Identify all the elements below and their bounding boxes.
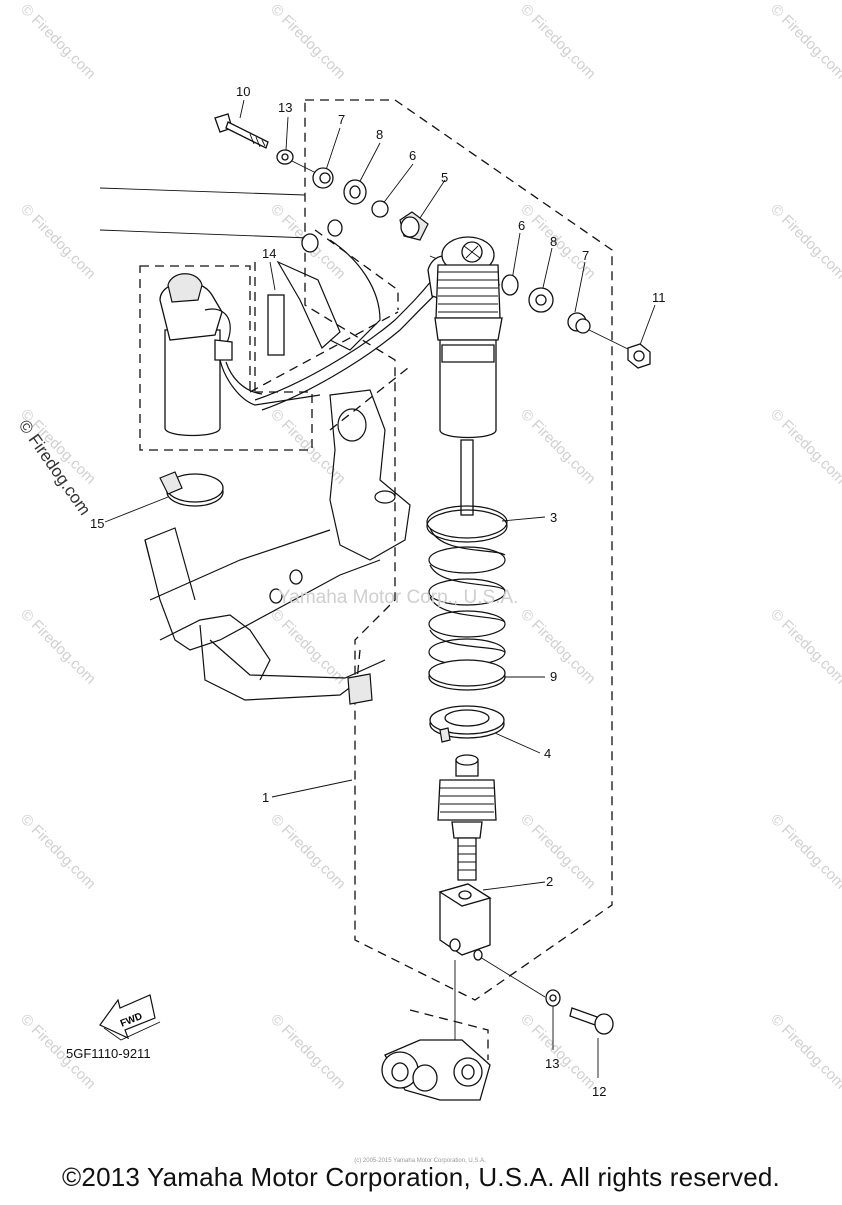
- tile-watermark: © Firedog.com: [767, 406, 842, 488]
- frame-outline: [99, 187, 411, 705]
- tile-watermark: © Firedog.com: [517, 606, 599, 688]
- tile-watermark: © Firedog.com: [17, 1011, 99, 1093]
- bushing-5: [399, 211, 429, 241]
- tile-watermark: © Firedog.com: [17, 811, 99, 893]
- tile-watermark: © Firedog.com: [517, 1011, 599, 1093]
- reservoir-outline: [139, 265, 313, 451]
- nut-11: [627, 343, 651, 369]
- collar-7-top: [312, 167, 334, 189]
- spring-seat-4: [429, 705, 505, 743]
- relay-arm: [381, 1039, 491, 1101]
- washer-13-bottom: [545, 989, 561, 1007]
- tile-watermark: © Firedog.com: [17, 406, 99, 488]
- label-14: [267, 294, 285, 356]
- tile-watermark: © Firedog.com: [267, 406, 349, 488]
- band-15: [159, 471, 224, 507]
- bolt-12: [569, 1007, 614, 1035]
- reservoir: [159, 273, 321, 437]
- frame-dashed-lines: [249, 229, 409, 701]
- tile-watermark: © Firedog.com: [767, 1, 842, 83]
- tile-watermark: © Firedog.com: [767, 811, 842, 893]
- reservoir-hose: [254, 279, 433, 401]
- fwd-arrow-icon: [99, 994, 161, 1041]
- tile-watermark: © Firedog.com: [517, 811, 599, 893]
- copyright-footer: ©2013 Yamaha Motor Corporation, U.S.A. A…: [62, 1162, 780, 1192]
- tiny-copyright-note: (c) 2005-2015 Yamaha Motor Corporation, …: [354, 1158, 486, 1164]
- bump-rubber: [437, 754, 497, 881]
- assembly-outline: [304, 99, 613, 1001]
- shock-absorber: [427, 236, 503, 516]
- collar-7-right: [567, 312, 591, 334]
- tile-watermark: © Firedog.com: [267, 1, 349, 83]
- bolt-10: [214, 113, 269, 149]
- spring-guide-9: [428, 659, 506, 691]
- tile-watermark: © Firedog.com: [517, 406, 599, 488]
- lower-joint-2: [438, 883, 492, 961]
- tile-watermarks: © Firedog.com © Firedog.com © Firedog.com ©…: [17, 1, 842, 1093]
- tile-watermark: © Firedog.com: [517, 1, 599, 83]
- o-ring-6-right: [501, 274, 519, 296]
- tile-watermark: © Firedog.com: [767, 201, 842, 283]
- o-ring-6-top: [371, 200, 389, 218]
- tile-watermark: © Firedog.com: [17, 606, 99, 688]
- tile-watermark: © Firedog.com: [767, 1011, 842, 1093]
- oil-seal-8-top: [343, 179, 367, 205]
- relay-arm-guide: [409, 1009, 489, 1060]
- tile-watermark: © Firedog.com: [267, 1011, 349, 1093]
- tile-watermark: © Firedog.com: [267, 811, 349, 893]
- tile-watermark: © Firedog.com: [17, 201, 99, 283]
- tile-watermark: © Firedog.com: [767, 606, 842, 688]
- washer-13-top-hole: [281, 153, 289, 161]
- tile-watermark: © Firedog.com: [267, 606, 349, 688]
- spring-3: [426, 505, 508, 666]
- tile-watermark: © Firedog.com: [17, 1, 99, 83]
- oil-seal-8-right: [528, 287, 554, 313]
